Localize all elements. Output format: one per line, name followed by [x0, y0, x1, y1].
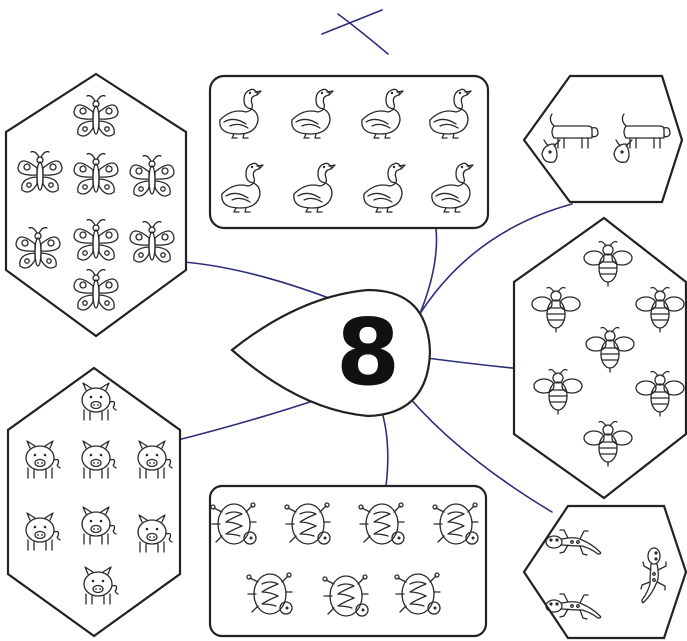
group-ducks[interactable] — [210, 76, 488, 228]
group-goats[interactable] — [524, 76, 682, 202]
center-target: 8 — [232, 290, 430, 416]
beetles-frame — [210, 486, 486, 636]
line-butterflies — [184, 262, 334, 300]
group-pigs[interactable] — [8, 368, 180, 636]
lizards-frame — [524, 506, 686, 638]
group-bees[interactable] — [514, 218, 686, 498]
butterflies-frame — [6, 74, 186, 336]
center-number: 8 — [336, 299, 400, 406]
group-butterflies[interactable] — [6, 74, 186, 336]
group-beetles[interactable] — [210, 486, 486, 636]
goats-frame — [524, 76, 682, 202]
pencil-x-mark — [322, 10, 388, 54]
center-teardrop — [232, 290, 430, 416]
group-lizards[interactable] — [524, 506, 686, 638]
line-pigs — [170, 398, 322, 442]
